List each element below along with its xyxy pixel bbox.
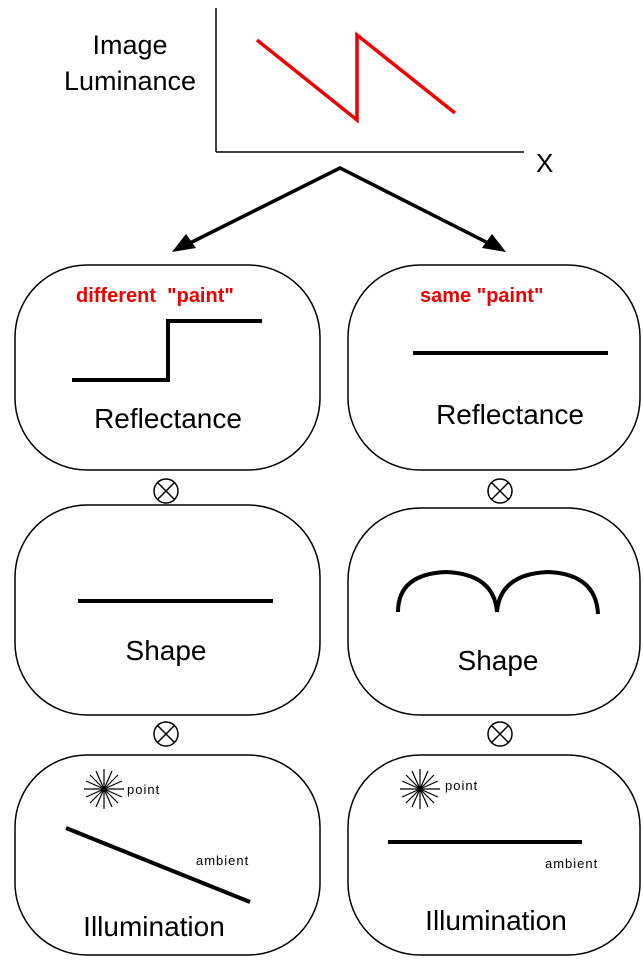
left-shape-box bbox=[14, 504, 321, 716]
right-illumination-label: Illumination bbox=[425, 905, 567, 936]
left-illumination-box bbox=[14, 754, 321, 956]
left-reflectance-panel: different "paint" Reflectance bbox=[14, 264, 321, 471]
graph-title-line2: Luminance bbox=[64, 66, 196, 96]
sloped-illumination-curve bbox=[65, 826, 251, 904]
luminance-graph: Image Luminance X bbox=[64, 8, 553, 178]
luminance-sawtooth-signal bbox=[255, 31, 457, 124]
graph-x-axis-label: X bbox=[536, 148, 553, 178]
right-illumination-box bbox=[347, 754, 641, 956]
left-reflectance-label: Reflectance bbox=[94, 403, 242, 434]
right-point-label: point bbox=[445, 778, 478, 793]
split-arrows bbox=[172, 166, 506, 252]
right-shape-box bbox=[347, 507, 641, 716]
graph-title-line1: Image bbox=[92, 30, 167, 60]
left-shape-label: Shape bbox=[126, 635, 207, 666]
right-arrowhead-icon bbox=[482, 234, 506, 252]
right-illumination-panel: point ambient Illumination bbox=[347, 754, 641, 956]
right-shape-panel: Shape bbox=[347, 507, 641, 716]
left-ambient-label: ambient bbox=[196, 853, 249, 868]
point-light-icon bbox=[400, 769, 440, 809]
step-reflectance-curve bbox=[72, 319, 262, 382]
left-paint-annotation: different "paint" bbox=[76, 285, 234, 307]
left-illumination-panel: point ambient Illumination bbox=[14, 754, 321, 956]
right-ambient-label: ambient bbox=[545, 856, 598, 871]
right-reflectance-box bbox=[347, 264, 641, 471]
curved-shape-curve bbox=[396, 569, 600, 615]
left-arrowhead-icon bbox=[172, 234, 196, 252]
right-reflectance-label: Reflectance bbox=[436, 399, 584, 430]
right-paint-annotation: same "paint" bbox=[420, 285, 543, 307]
right-multiply-icon-2 bbox=[487, 721, 513, 747]
right-reflectance-panel: same "paint" Reflectance bbox=[347, 264, 641, 471]
left-multiply-icon-2 bbox=[153, 721, 179, 747]
right-shape-label: Shape bbox=[458, 645, 539, 676]
right-multiply-icon-1 bbox=[487, 478, 513, 504]
left-multiply-operator-1 bbox=[153, 478, 179, 504]
split-arrow-body bbox=[179, 166, 499, 250]
left-illumination-label: Illumination bbox=[83, 911, 225, 942]
right-multiply-operator-1 bbox=[487, 478, 513, 504]
left-multiply-operator-2 bbox=[153, 721, 179, 747]
right-multiply-operator-2 bbox=[487, 721, 513, 747]
left-point-label: point bbox=[127, 782, 160, 797]
left-multiply-icon-1 bbox=[153, 478, 179, 504]
left-shape-panel: Shape bbox=[14, 504, 321, 716]
point-light-icon bbox=[84, 769, 124, 809]
